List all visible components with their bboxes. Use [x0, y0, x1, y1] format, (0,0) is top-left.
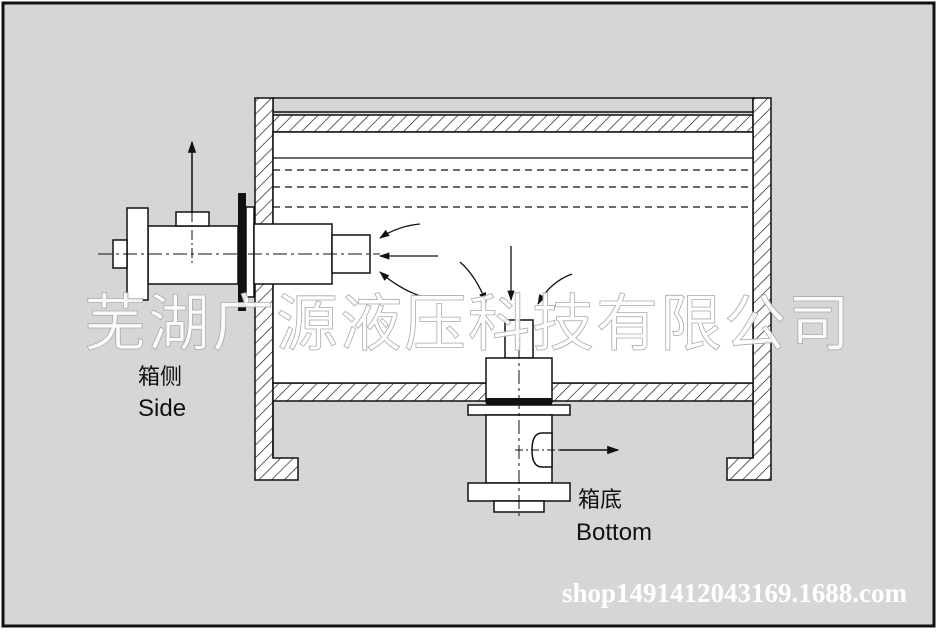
- side-label-cn: 箱侧: [138, 365, 182, 390]
- watermark-company: 芜湖广源液压科技有限公司: [84, 287, 852, 360]
- side-mount-plate: [238, 193, 246, 311]
- bottom-inflow-arrow-right: [537, 273, 573, 305]
- side-inflow-arrow-upper: [379, 223, 421, 239]
- side-label-en: Side: [138, 395, 186, 422]
- bottom-inflow-arrow-left: [459, 261, 487, 303]
- tank-top-wall: [272, 114, 754, 133]
- bottom-label-en: Bottom: [576, 519, 652, 546]
- tank-lid: [272, 97, 754, 113]
- side-inflow-arrow-lower: [379, 271, 421, 297]
- bottom-heater: [459, 246, 620, 520]
- tank-left-wall: [254, 97, 299, 481]
- bottom-label-cn: 箱底: [578, 488, 622, 513]
- watermark-shop-url: shop1491412043169.1688.com: [562, 578, 908, 608]
- side-heater: [98, 140, 438, 311]
- side-heater-body: [147, 225, 239, 285]
